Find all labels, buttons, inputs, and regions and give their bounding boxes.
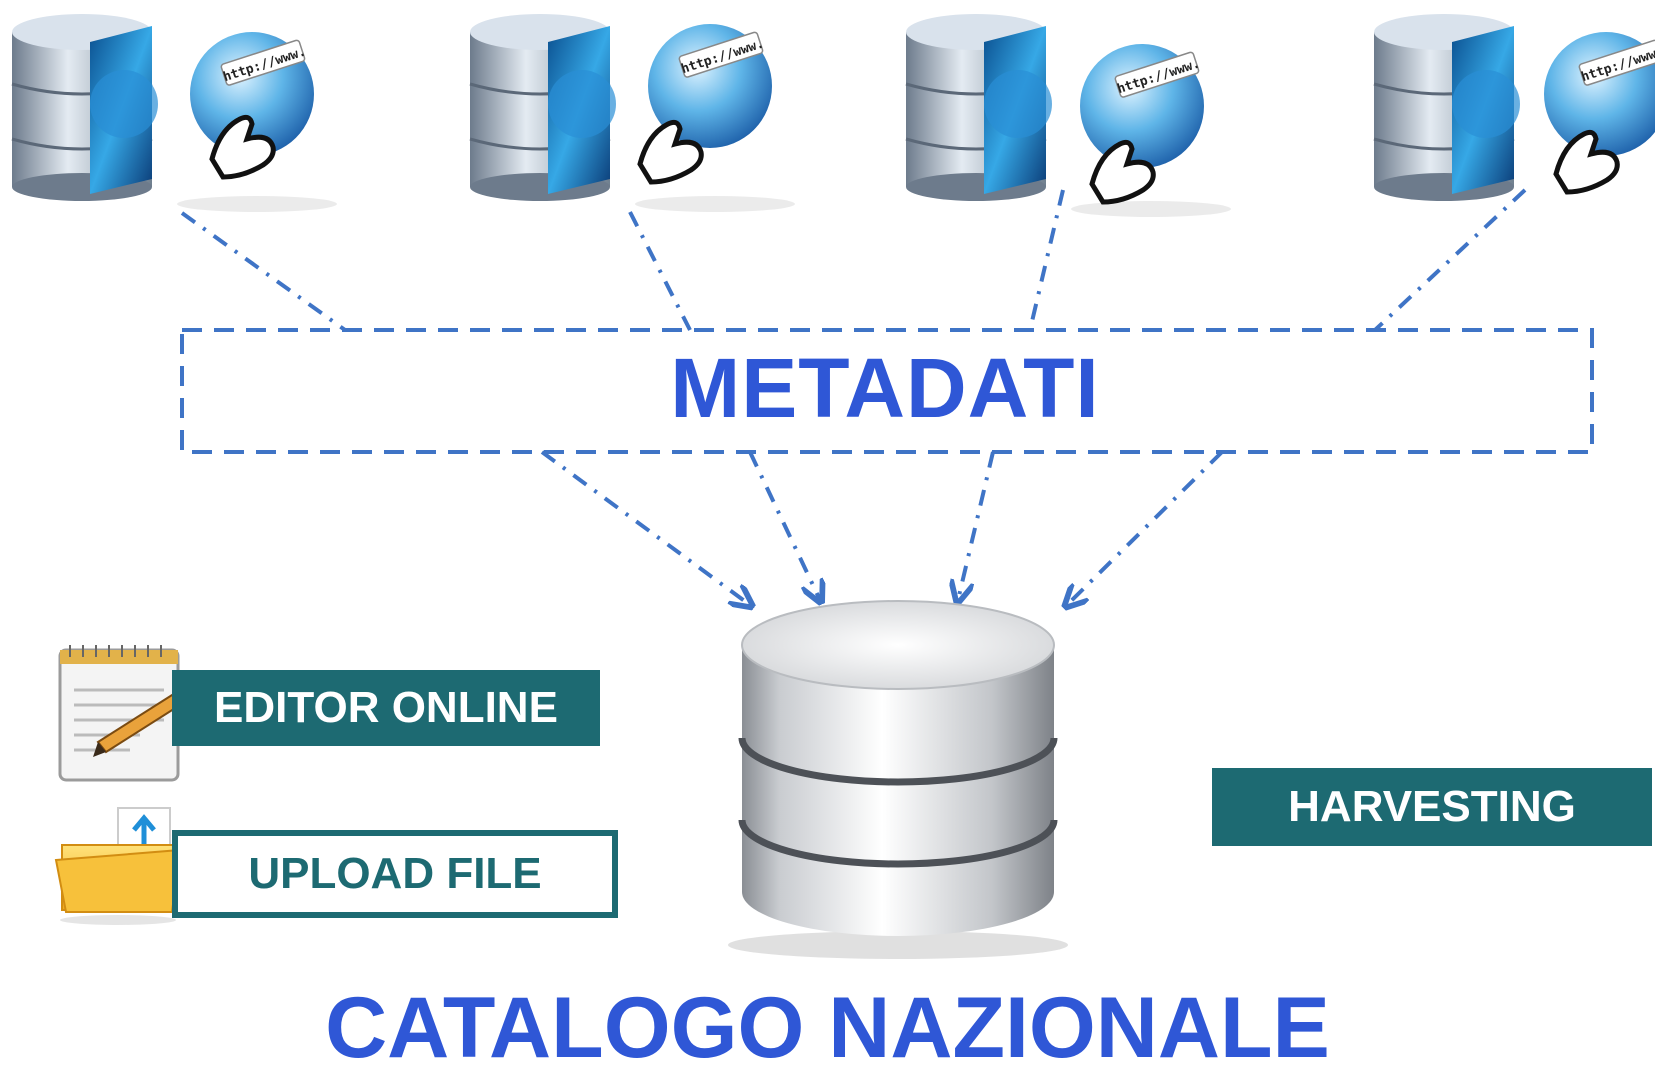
catalog-database-icon: [728, 600, 1068, 959]
folder-upload-icon: [54, 807, 182, 925]
database-globe-icon: [11, 14, 158, 201]
source-group-4: http://www.: [1373, 14, 1655, 201]
harvesting-label: HARVESTING: [1212, 768, 1652, 846]
database-globe-icon: [905, 14, 1052, 201]
notepad-pencil-icon: [58, 645, 193, 782]
source-group-1: http://www.: [11, 14, 337, 212]
database-globe-icon: [1373, 14, 1520, 201]
database-globe-icon: [469, 14, 616, 201]
web-globe-click-icon: http://www.: [635, 24, 795, 212]
source-group-3: http://www.: [905, 14, 1231, 217]
web-globe-click-icon: http://www.: [177, 32, 337, 212]
catalog-title: CATALOGO NAZIONALE: [325, 980, 1330, 1076]
web-globe-click-icon: http://www.: [1071, 44, 1231, 217]
source-connectors: [180, 188, 1527, 332]
web-globe-click-icon: http://www.: [1544, 32, 1655, 195]
metadata-box: [180, 328, 1594, 454]
source-group-2: http://www.: [469, 14, 795, 212]
catalog-arrows: [540, 450, 1224, 605]
upload-file-label: UPLOAD FILE: [172, 830, 618, 918]
editor-online-label: EDITOR ONLINE: [172, 670, 600, 746]
metadata-title: METADATI: [670, 341, 1100, 435]
